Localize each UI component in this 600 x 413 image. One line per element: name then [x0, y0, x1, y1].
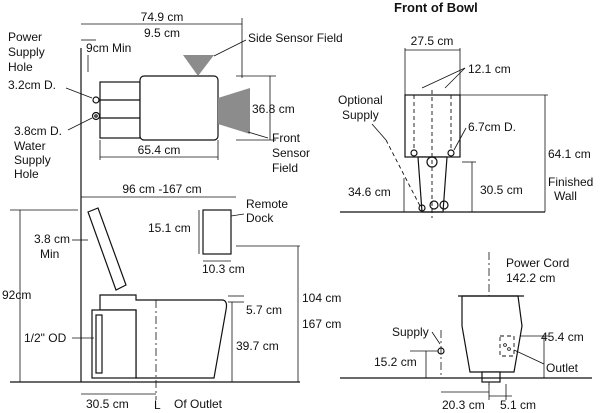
label-remote-1: Remote — [246, 197, 288, 211]
label-front-sensor-3: Field — [272, 161, 298, 175]
dim-power-min-value: 9cm Min — [86, 41, 131, 55]
dim-rim-offset: 5.7 cm — [246, 303, 282, 317]
water-hole-center — [94, 114, 98, 118]
label-optional-2: Supply — [342, 108, 379, 122]
leader-line — [247, 131, 269, 139]
tank-rear — [99, 81, 141, 139]
label-supply: Supply — [392, 325, 429, 339]
label-power-hole-1: Power — [8, 30, 42, 44]
dim-rear-off1: 20.3 cm — [442, 398, 485, 412]
bowl-plan — [139, 75, 219, 141]
front-view: Front of Bowl 27.5 cm 12.1 cm Optional S… — [338, 0, 593, 218]
remote-dock-shape — [202, 209, 232, 255]
leader-line — [453, 127, 467, 151]
dim-rear-outlet: 45.4 cm — [541, 330, 584, 344]
front-sensor-field-shape — [218, 88, 250, 134]
center-outlet — [426, 156, 438, 168]
label-power-hole-3: Hole — [8, 60, 33, 74]
label-water-hole-1: Water — [14, 139, 46, 153]
dim-front-total: 64.1 cm — [548, 147, 591, 161]
dim-width-overall: 74.9 cm — [141, 10, 184, 24]
supply-hole-1 — [418, 204, 426, 212]
power-hole-marker — [92, 96, 100, 104]
outlet-hole — [507, 347, 511, 351]
bowl-front-base — [417, 156, 448, 213]
dim-od: 1/2" OD — [24, 331, 67, 345]
outlet-hole — [503, 343, 507, 347]
dim-seat-height: 39.7 cm — [236, 339, 279, 353]
rear-body — [461, 295, 523, 373]
leader-line — [421, 67, 466, 89]
label-min: Min — [40, 247, 59, 261]
dim-tank-width: 65.4 cm — [138, 143, 181, 157]
mount-hole-right — [447, 149, 455, 157]
label-water-hole-3: Hole — [14, 167, 39, 181]
leader-line — [230, 213, 245, 217]
dim-front-width: 27.5 cm — [411, 34, 454, 48]
lid-raised — [87, 207, 127, 291]
label-front-sensor-2: Sensor — [272, 146, 310, 160]
optional-supply-path — [385, 139, 421, 207]
label-water-hole-diameter: 3.8cm D. — [14, 124, 62, 138]
dim-front-outlet: 30.5 cm — [480, 183, 523, 197]
top-view: 74.9 cm 9.5 cm 9cm Min Power Supply Hole… — [8, 10, 343, 205]
label-front-sensor-1: Front — [272, 131, 301, 145]
dim-range-h1: 104 cm — [302, 291, 341, 305]
label-cl-outlet: Of Outlet — [174, 397, 223, 411]
label-power-hole-diameter: 3.2cm D. — [8, 78, 56, 92]
outlet-base — [481, 371, 501, 383]
leader-line — [444, 67, 466, 89]
dim-spacing: 12.1 cm — [468, 62, 511, 76]
label-cl-symbol: L — [154, 398, 161, 412]
label-power-hole-2: Supply — [8, 45, 45, 59]
dim-hole-diameter: 6.7cm D. — [468, 120, 516, 134]
dim-cord-height: 142.2 cm — [506, 271, 555, 285]
leader-line — [67, 117, 93, 131]
water-hole-marker — [91, 111, 101, 121]
dim-outlet-offset: 30.5 cm — [86, 397, 129, 411]
dim-range-h2: 167 cm — [302, 317, 341, 331]
supply-pipe — [95, 314, 103, 374]
dim-remote-height: 15.1 cm — [148, 221, 191, 235]
leader-line — [213, 39, 247, 57]
supply-hole-2 — [429, 200, 439, 210]
dim-depth: 36.8 cm — [252, 102, 295, 116]
side-view: 96 cm -167 cm Remote Dock 15.1 cm 10.3 c… — [2, 182, 341, 412]
front-view-title: Front of Bowl — [394, 0, 478, 15]
label-side-sensor: Side Sensor Field — [248, 31, 343, 45]
label-water-hole-2: Supply — [14, 153, 51, 167]
side-sensor-field-shape — [183, 55, 214, 76]
dim-total-height: 92cm — [2, 288, 31, 302]
leader-line — [371, 123, 387, 141]
leader-line — [65, 87, 93, 99]
leader-line — [431, 331, 441, 345]
bowl-front-body — [404, 94, 461, 158]
label-power-cord: Power Cord — [506, 256, 569, 270]
label-outlet: Outlet — [546, 361, 579, 375]
leader-line — [513, 349, 545, 365]
supply-hole-3 — [439, 200, 449, 210]
label-remote-2: Dock — [246, 211, 274, 225]
dim-rear-off2: 5.1 cm — [500, 398, 536, 412]
label-finished-2: Wall — [554, 189, 577, 203]
dim-min-gap: 3.8 cm — [34, 232, 70, 246]
dim-rear-supply: 15.2 cm — [374, 355, 417, 369]
outlet-box — [499, 335, 515, 357]
dim-front-supply: 34.6 cm — [348, 185, 391, 199]
dim-range: 96 cm -167 cm — [122, 182, 201, 196]
label-optional-1: Optional — [338, 93, 383, 107]
mount-hole-left — [410, 149, 418, 157]
dim-remote-width: 10.3 cm — [202, 262, 245, 276]
rear-view: Power Cord 142.2 cm Outlet 45.4 cm Suppl… — [340, 252, 592, 412]
label-finished-1: Finished — [548, 175, 593, 189]
dim-offset-power: 9.5 cm — [144, 26, 180, 40]
